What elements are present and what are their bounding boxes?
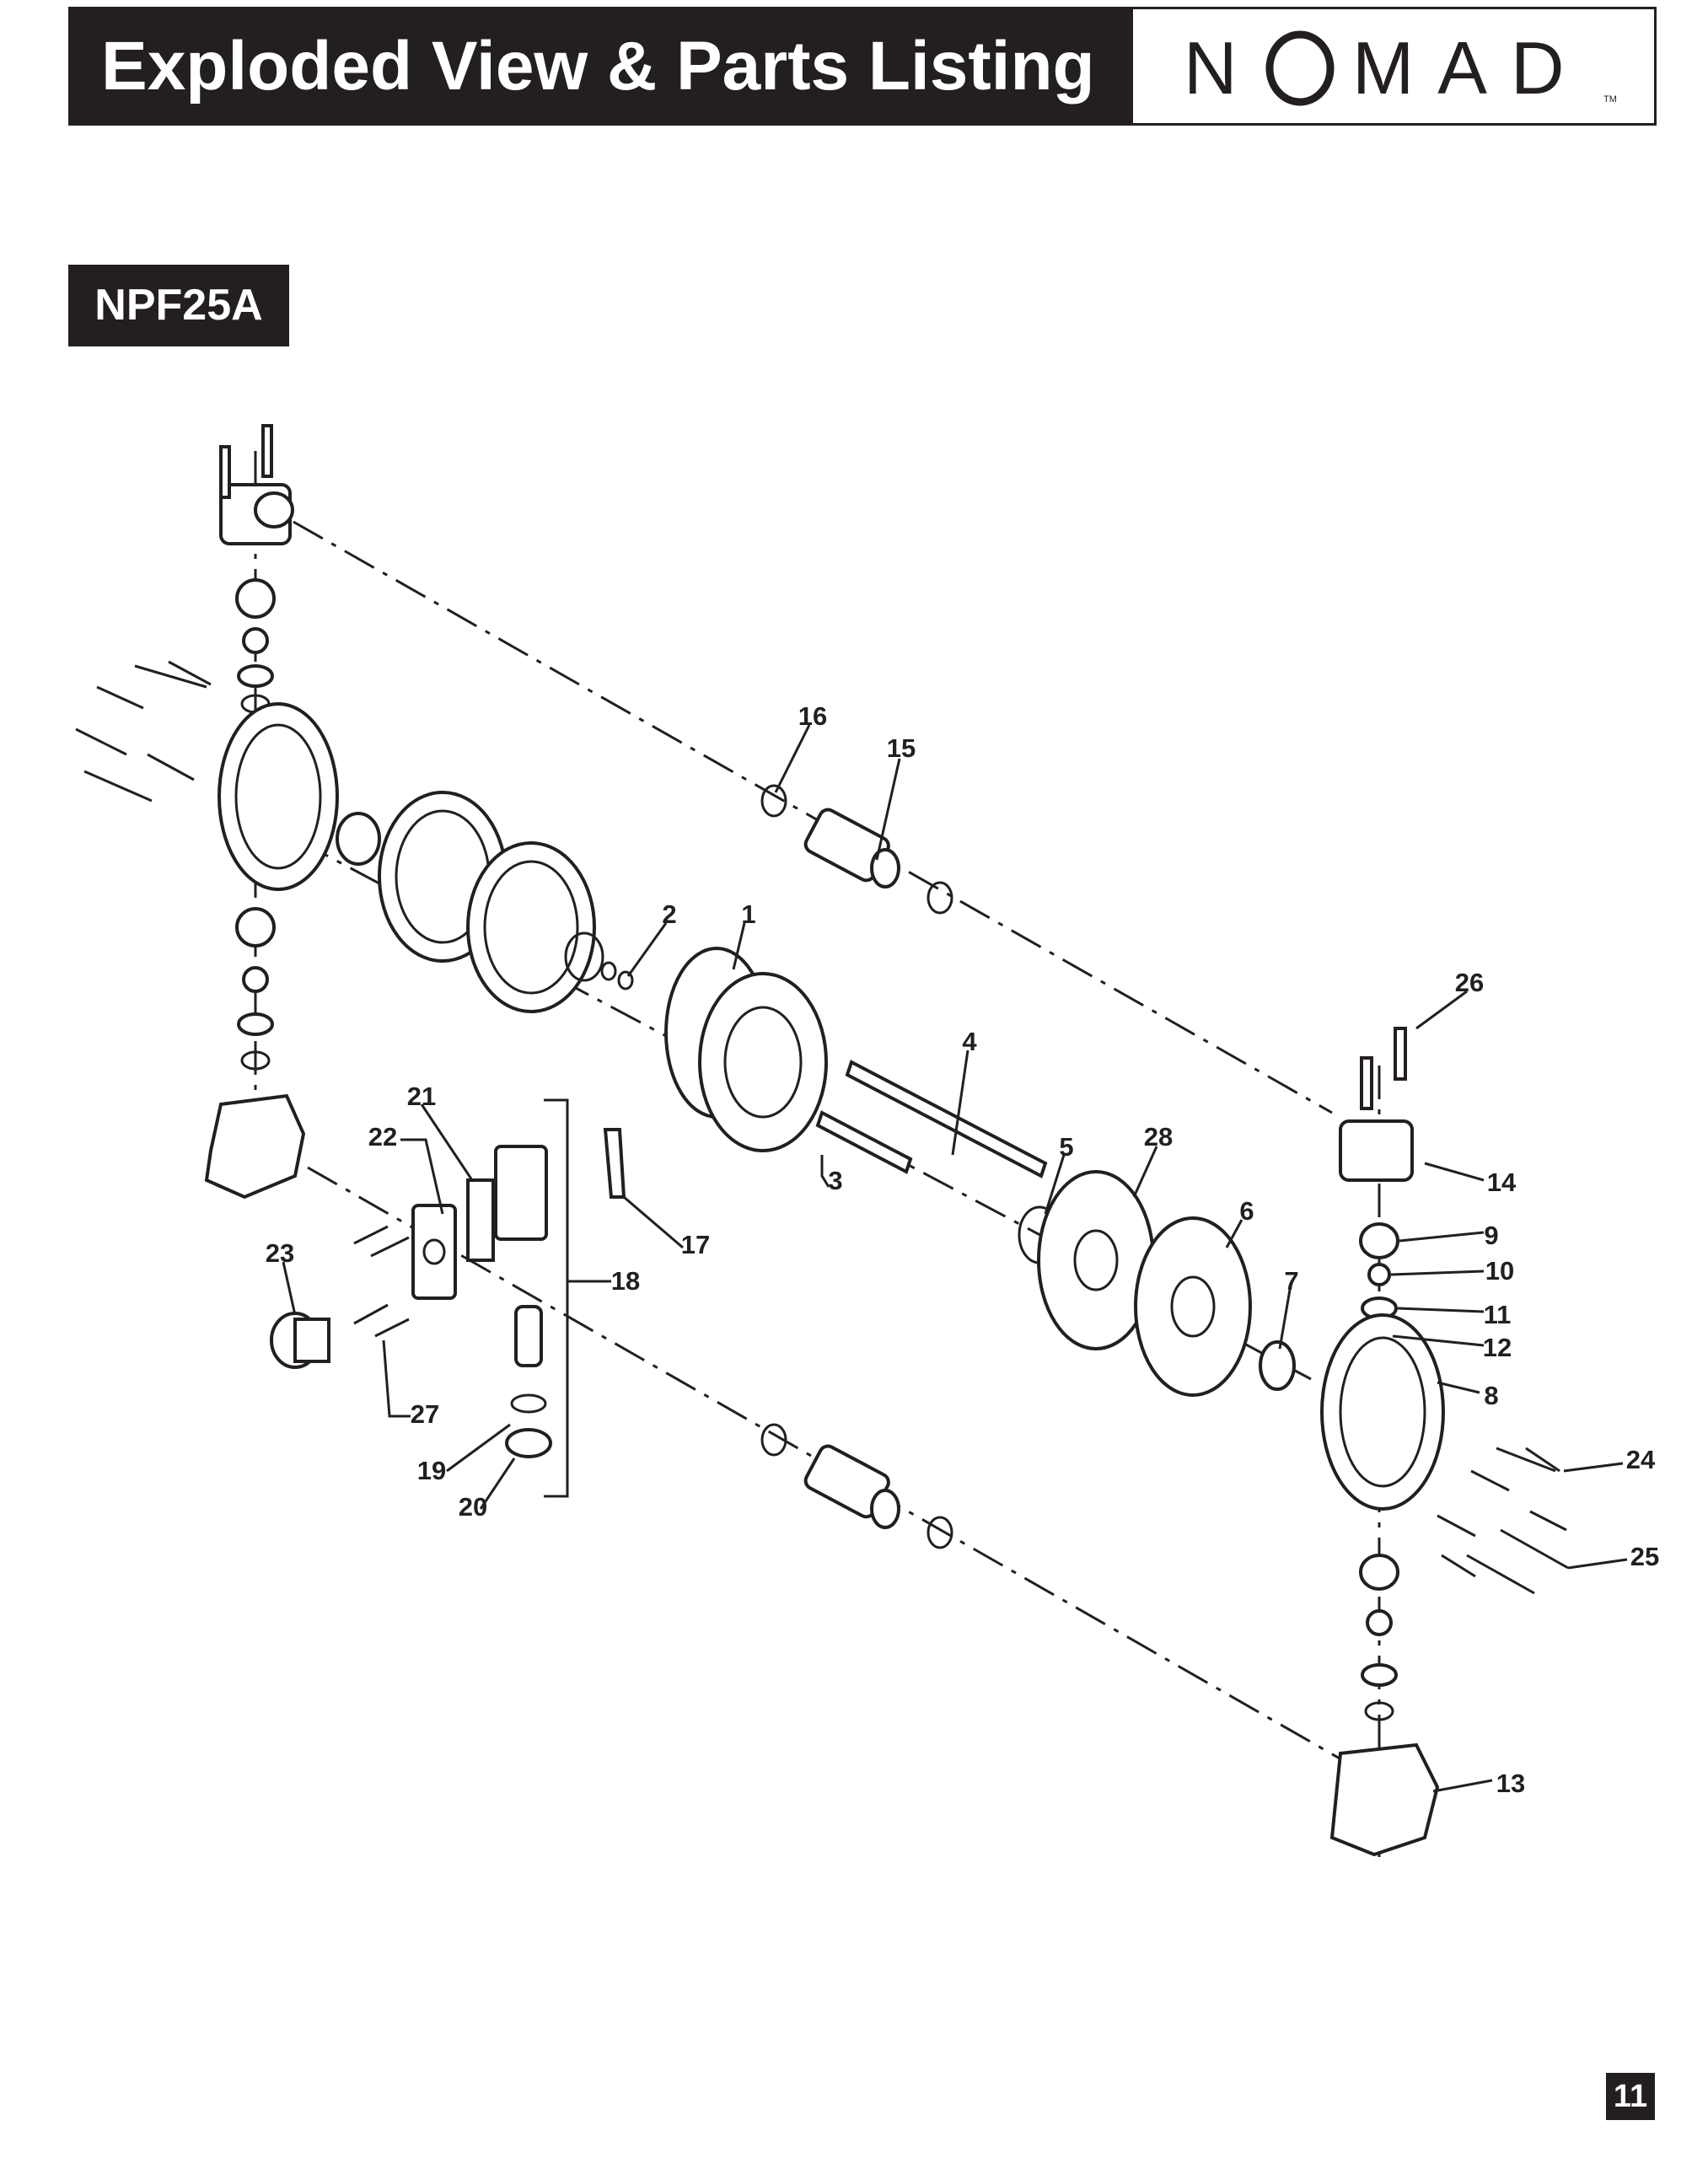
callout-labels: 1 2 3 4 5 6 7 8 9 10 11 12 13 14 15 16 1… [266,701,1659,1798]
callout-14: 14 [1487,1168,1517,1197]
callout-28: 28 [1144,1122,1173,1151]
logo-circle-icon [1265,30,1335,106]
right-stack-parts [1320,1027,1569,1857]
left-stack-parts [75,424,339,1200]
callout-7: 7 [1284,1266,1298,1296]
callout-3: 3 [828,1166,842,1195]
callout-16: 16 [798,701,827,731]
callout-6: 6 [1239,1196,1254,1226]
page-header: Exploded View & Parts Listing N MAD TM [68,7,1657,126]
callout-26: 26 [1455,968,1484,997]
callout-12: 12 [1483,1333,1512,1362]
page-number: 11 [1606,2073,1655,2120]
callout-21: 21 [407,1082,436,1111]
callout-4: 4 [962,1027,977,1056]
callout-1: 1 [741,899,755,929]
callout-18: 18 [611,1266,640,1296]
callout-11: 11 [1484,1300,1512,1329]
center-parts [336,784,1296,1397]
callout-5: 5 [1059,1132,1073,1162]
callout-20: 20 [459,1492,487,1522]
top-manifold-centerline [293,520,1333,1114]
callout-27: 27 [411,1399,439,1429]
logo-letter-n: N [1184,26,1238,110]
leader-lines [282,724,1628,1793]
callout-2: 2 [662,899,676,929]
callout-13: 13 [1496,1769,1525,1798]
callout-9: 9 [1484,1221,1498,1250]
callout-25: 25 [1630,1542,1659,1571]
callout-23: 23 [266,1238,294,1268]
nomad-logo: N MAD TM [1184,26,1617,110]
air-valve-parts [270,1098,953,1549]
page-title: Exploded View & Parts Listing [71,9,1133,123]
model-badge: NPF25A [68,265,289,346]
callout-8: 8 [1484,1381,1498,1410]
callout-10: 10 [1485,1256,1514,1286]
logo-letters-mad: MAD [1352,26,1588,110]
callout-17: 17 [681,1230,710,1259]
logo-tm: TM [1603,94,1617,105]
callout-24: 24 [1626,1445,1656,1474]
callout-22: 22 [368,1122,397,1151]
callout-15: 15 [887,733,916,763]
callout-19: 19 [417,1456,446,1485]
